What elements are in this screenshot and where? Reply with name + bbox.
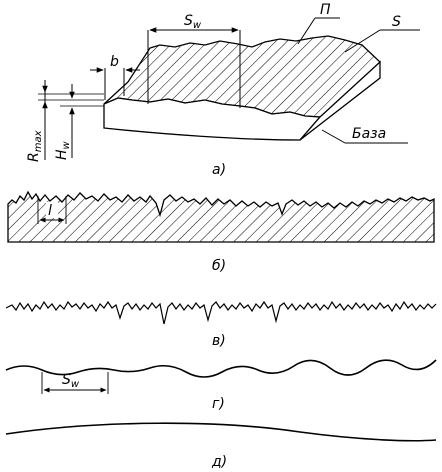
block-right-face — [299, 60, 381, 141]
roughness-profile-v — [5, 300, 437, 325]
label-rmax: Rmax — [26, 130, 44, 162]
label-sw: Sw — [184, 13, 202, 31]
label-sw-g: Sw — [62, 372, 80, 390]
label-p: П — [320, 2, 331, 18]
profile-section-b — [7, 190, 435, 243]
caption-d: д) — [211, 454, 227, 470]
label-b: b — [110, 54, 119, 70]
label-baza: База — [352, 126, 386, 142]
form-deviation-profile-d — [5, 422, 437, 442]
caption-b: б) — [212, 258, 226, 274]
label-hw: Hw — [54, 140, 72, 160]
caption-g: г) — [212, 396, 225, 412]
label-s: S — [392, 14, 401, 30]
waviness-profile-g — [5, 359, 437, 378]
label-l: l — [48, 203, 52, 219]
caption-v: в) — [212, 333, 226, 349]
panel-a-block — [38, 17, 420, 160]
block-front-face — [103, 97, 322, 141]
caption-a: а) — [212, 162, 226, 178]
label-l-bg — [46, 202, 58, 218]
